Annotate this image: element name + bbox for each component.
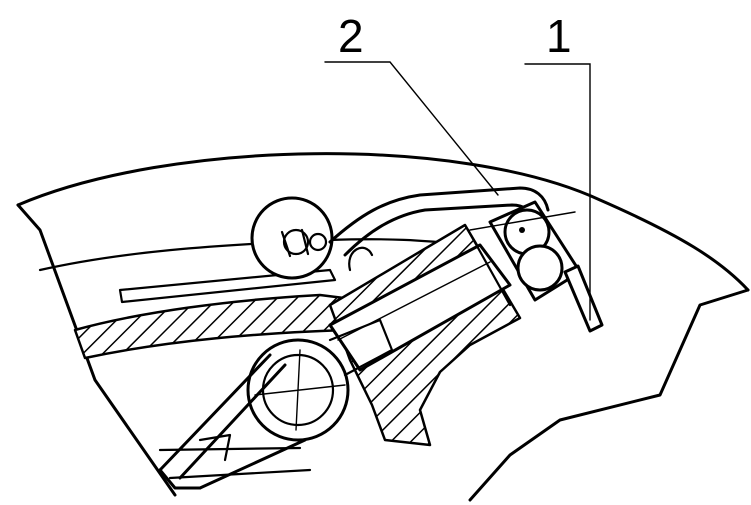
callout-leaders [324,61,591,321]
housing-outline [16,152,750,502]
callout-label-2: 2 [338,10,364,62]
cylinder-body [328,223,522,447]
linkage-arm [158,353,312,490]
lever-bar [118,268,337,304]
callout-label-1: 1 [546,10,572,62]
upper-pivot [250,196,334,280]
lower-pivot [246,318,394,442]
nut-assembly [469,200,582,302]
adjusting-rod [563,264,604,333]
